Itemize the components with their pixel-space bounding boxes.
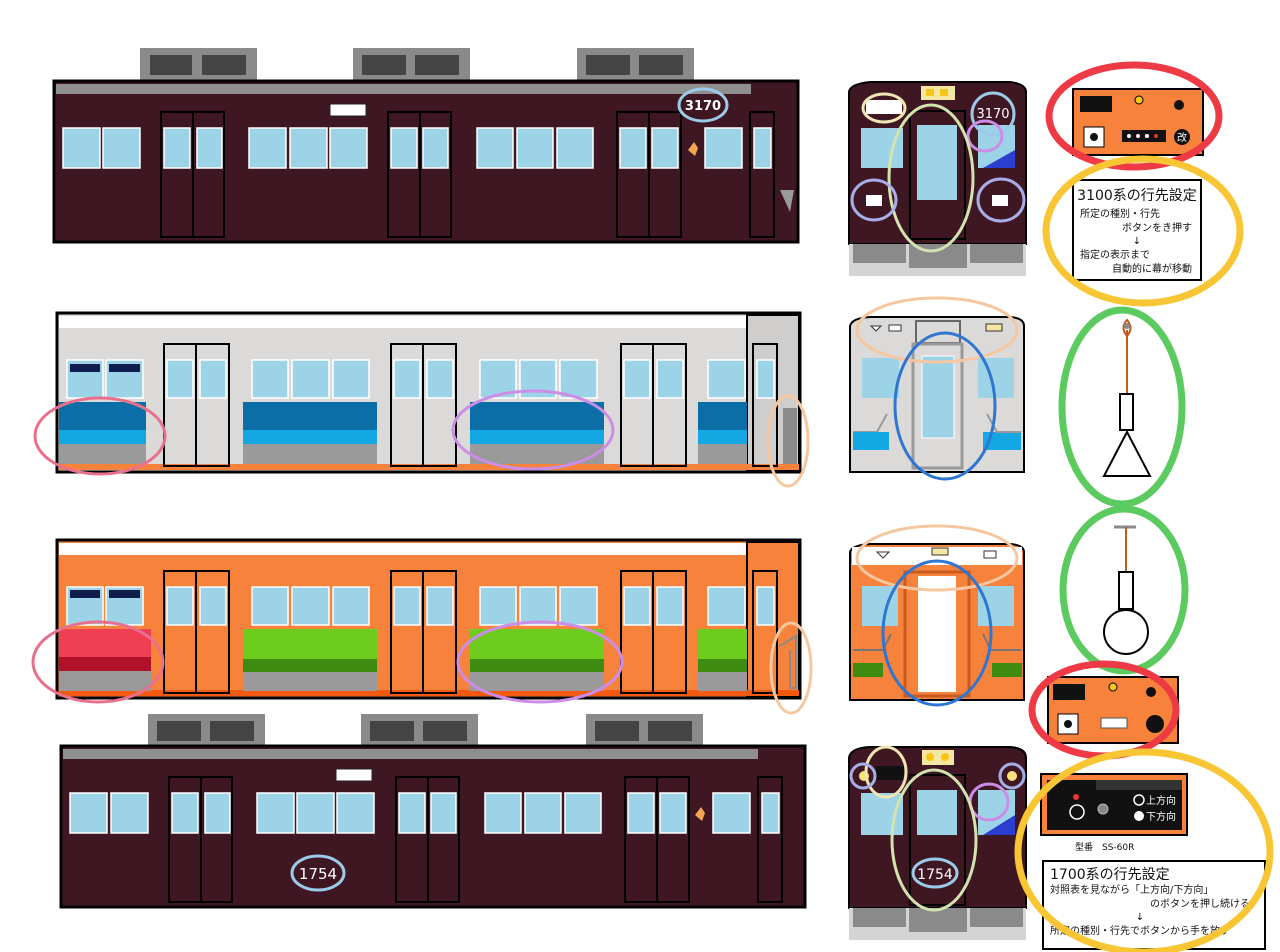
controller-1700-box: 上方向 下方向 型番 SS-60R <box>1040 773 1188 853</box>
controller-3100: 改 <box>1045 61 1223 171</box>
seats-colored <box>59 629 747 691</box>
panel-1700-title: 1700系の行先設定 <box>1050 867 1170 883</box>
panel-1700-line3: 所定の種別・行先でボタンから手を放す <box>1050 924 1230 937</box>
side-windows <box>62 127 743 169</box>
front-interior-orange <box>849 524 1025 707</box>
instruction-panel-3100: 3100系の行先設定 所定の種別・行先 ボタンをき押す ↓ 指定の表示まで 自動… <box>1042 155 1244 307</box>
car-3170-side: 3170 <box>52 48 800 244</box>
doors <box>160 111 775 238</box>
car-3170-front: 3170 <box>848 81 1027 276</box>
panel-3100-line4: 自動的に幕が移動 <box>1112 262 1192 275</box>
roof-vents-1754 <box>148 714 703 746</box>
controller-1700-top <box>1028 660 1180 760</box>
car-interior-orange <box>31 538 813 715</box>
front-interior-grey <box>849 296 1025 481</box>
car-1754-front: 1754 <box>848 745 1027 940</box>
car-number-front: 3170 <box>976 107 1009 122</box>
car-emblem <box>688 142 698 156</box>
car-interior-blue <box>33 311 810 488</box>
seats-blue <box>59 402 747 464</box>
car-number-1754-front: 1754 <box>917 867 953 883</box>
car-number-1754-side: 1754 <box>299 865 337 883</box>
panel-1700-arrow: ↓ <box>1136 912 1144 923</box>
panel-1700-line1: 対照表を見ながら「上方向/下方向」 <box>1050 883 1213 896</box>
panel-1700-line2: のボタンを押し続ける <box>1150 897 1250 910</box>
car-number-side: 3170 <box>685 99 721 114</box>
panel-3100-line1: 所定の種別・行先 <box>1080 207 1160 220</box>
instruction-panel-1700: 1700系の行先設定 対照表を見ながら「上方向/下方向」 のボタンを押し続ける … <box>1014 748 1274 952</box>
strap-round <box>1059 505 1189 675</box>
kai-mark: 改 <box>1177 131 1187 144</box>
car-1754-side: 1754 <box>59 714 807 909</box>
up-label: 上方向 <box>1146 794 1176 807</box>
model-number: 型番 SS-60R <box>1075 841 1134 853</box>
panel-3100-line3: 指定の表示まで <box>1080 248 1150 261</box>
panel-3100-title: 3100系の行先設定 <box>1077 188 1197 204</box>
strap-triangle <box>1058 306 1186 508</box>
panel-3100-line2: ボタンをき押す <box>1122 221 1192 234</box>
panel-3100-arrow: ↓ <box>1133 236 1141 247</box>
roof-vents <box>140 48 694 81</box>
down-label: 下方向 <box>1146 810 1176 823</box>
